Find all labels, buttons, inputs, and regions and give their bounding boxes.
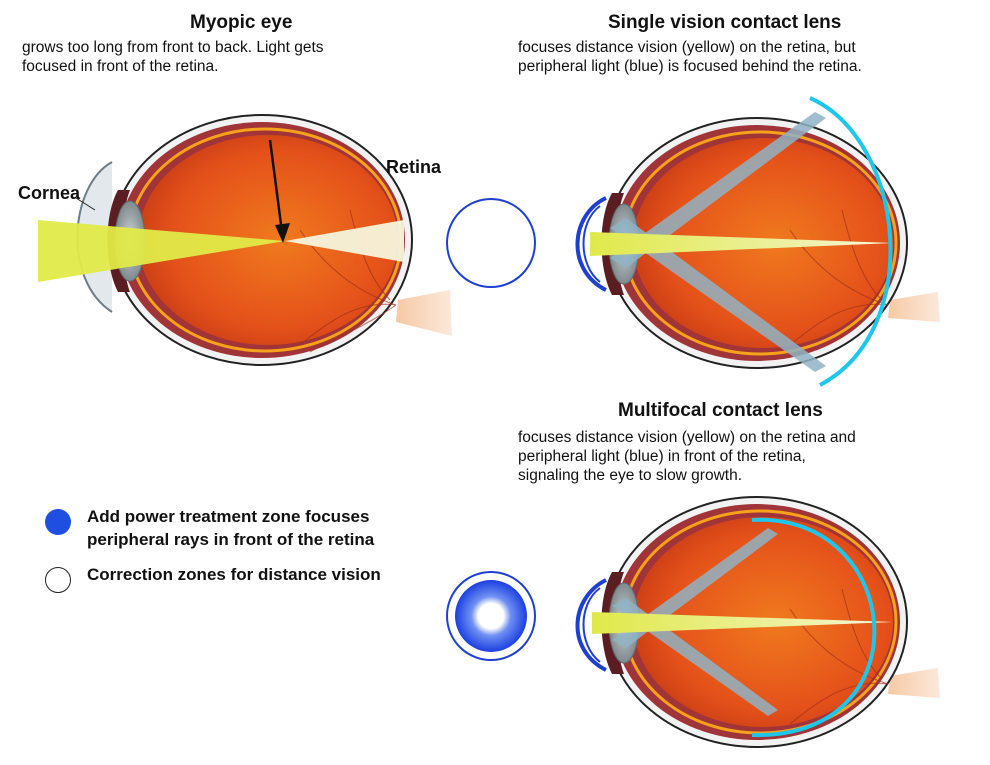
single-vision-description: focuses distance vision (yellow) on the … xyxy=(518,38,862,76)
retina-label: Retina xyxy=(386,157,442,177)
legend-line: peripheral rays in front of the retina xyxy=(87,530,375,549)
legend-item-add-power: Add power treatment zone focuses periphe… xyxy=(45,505,374,551)
description-line: focuses distance vision (yellow) on the … xyxy=(518,429,856,446)
description-line: signaling the eye to slow growth. xyxy=(518,467,743,484)
peripheral-ray-lower xyxy=(610,218,826,372)
description-line: peripheral light (blue) in front of the … xyxy=(518,448,806,465)
description-line: focused in front of the retina. xyxy=(22,58,219,75)
legend-line: Add power treatment zone focuses xyxy=(87,507,370,526)
legend-label: Correction zones for distance vision xyxy=(87,563,381,586)
myopic-eye-description: grows too long from front to back. Light… xyxy=(22,38,324,76)
distance-light-beam xyxy=(592,612,892,634)
diverging-light-beam xyxy=(285,220,404,262)
cornea-label: Cornea xyxy=(18,183,81,203)
multifocal-description: focuses distance vision (yellow) on the … xyxy=(518,428,856,485)
multifocal-eye-diagram xyxy=(446,496,940,748)
optic-nerve xyxy=(396,290,452,336)
single-vision-lens-ring xyxy=(446,198,536,288)
single-vision-eye-diagram xyxy=(446,96,940,387)
optic-nerve xyxy=(888,292,940,322)
multifocal-title: Multifocal contact lens xyxy=(618,400,823,421)
multifocal-lens-zone xyxy=(455,580,527,652)
contact-lens xyxy=(575,578,607,672)
cornea-pointer xyxy=(75,197,96,211)
optic-nerve xyxy=(888,668,940,698)
myopic-eye-diagram xyxy=(38,114,452,366)
description-line: grows too long from front to back. Light… xyxy=(22,39,324,56)
contact-lens xyxy=(575,196,607,292)
description-line: focuses distance vision (yellow) on the … xyxy=(518,39,856,56)
contact-lens-inner xyxy=(582,587,601,663)
myopic-eye-title: Myopic eye xyxy=(190,12,293,33)
legend-label: Add power treatment zone focuses periphe… xyxy=(87,505,374,551)
incoming-light-beam xyxy=(38,220,285,282)
distance-light-beam xyxy=(590,232,892,256)
peripheral-ray-upper xyxy=(610,112,826,268)
down-arrow-icon xyxy=(268,139,290,243)
blue-dot-icon xyxy=(45,509,71,535)
legend-item-correction: Correction zones for distance vision xyxy=(45,563,381,593)
peripheral-focal-curve xyxy=(809,96,893,387)
white-dot-icon xyxy=(45,567,71,593)
contact-lens-inner xyxy=(582,205,601,283)
description-line: peripheral light (blue) is focused behin… xyxy=(518,58,862,75)
blood-vessels xyxy=(299,209,397,353)
peripheral-focal-curve xyxy=(751,517,877,738)
legend-line: Correction zones for distance vision xyxy=(87,565,381,584)
single-vision-title: Single vision contact lens xyxy=(608,12,842,33)
